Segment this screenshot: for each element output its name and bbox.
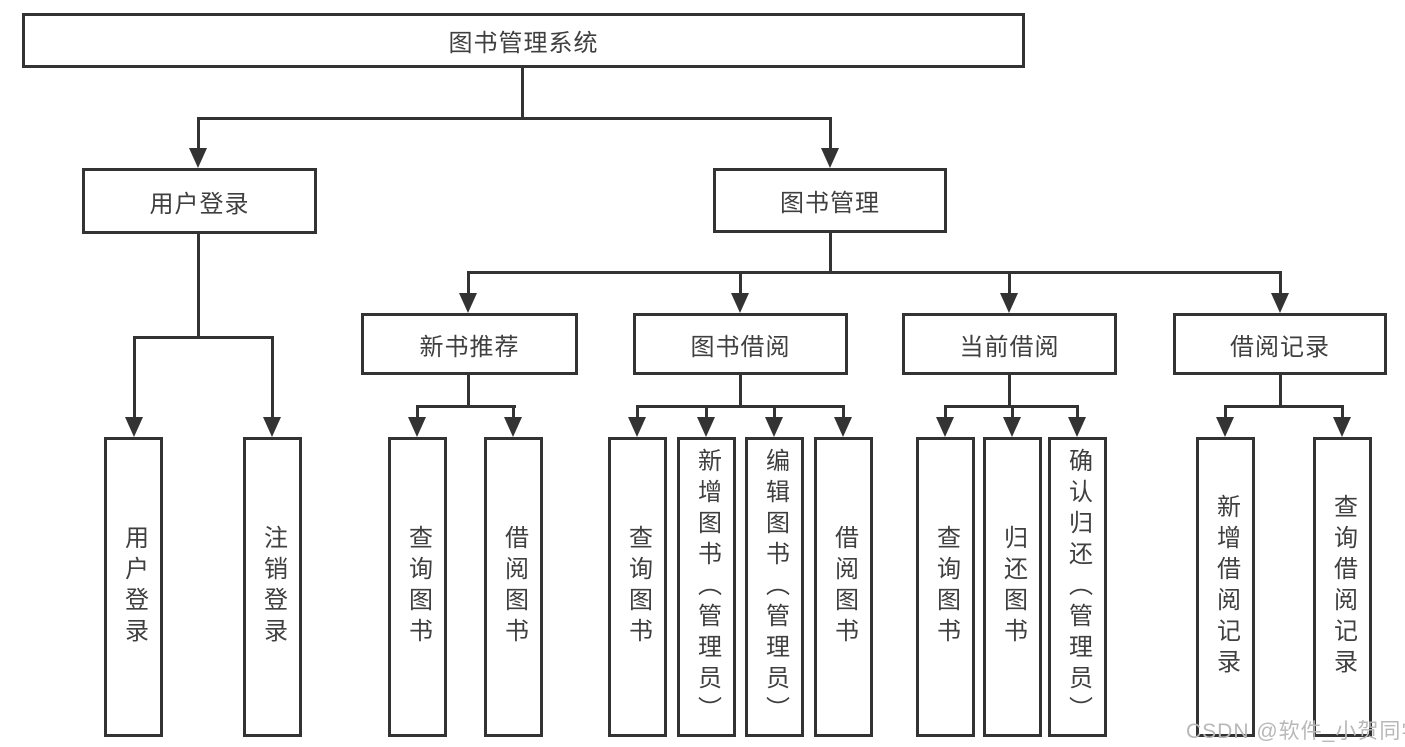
connector-book-mgmt-stem — [829, 231, 832, 274]
leaf-current-query-book: 查询图书 — [916, 437, 975, 737]
connector-drop-leaf — [636, 405, 639, 417]
arrow-down-icon — [628, 417, 646, 437]
connector-drop-borrow-record — [1279, 271, 1282, 293]
leaf-newbook-borrow-book: 借阅图书 — [484, 437, 543, 737]
connector-drop-leaf — [1224, 405, 1227, 417]
connector-drop-user-login — [197, 117, 200, 148]
connector-rail-level3 — [467, 271, 1281, 274]
node-root: 图书管理系统 — [22, 13, 1025, 68]
leaf-user-login: 用户登录 — [104, 437, 163, 737]
node-book-mgmt-label: 图书管理 — [780, 190, 880, 217]
connector-drop-leaf — [416, 405, 419, 417]
arrow-down-icon — [459, 293, 477, 313]
arrow-down-icon — [765, 417, 783, 437]
connector-drop-current-borrow — [1008, 271, 1011, 293]
leaf-label: 查询图书 — [624, 525, 652, 649]
arrow-down-icon — [834, 417, 852, 437]
arrow-down-icon — [731, 293, 749, 313]
connector-root-stem — [521, 66, 524, 119]
connector-drop-leaf — [773, 405, 776, 417]
node-user-login-label: 用户登录 — [149, 190, 250, 218]
leaf-borrow-borrow-book: 借阅图书 — [814, 437, 873, 737]
connector-drop-new-book — [467, 271, 470, 293]
leaf-label: 查询图书 — [932, 525, 960, 649]
connector-user-login-stem — [197, 232, 200, 339]
node-borrow-record-label: 借阅记录 — [1230, 333, 1330, 361]
node-borrow-record: 借阅记录 — [1173, 313, 1387, 375]
node-book-borrow: 图书借阅 — [633, 313, 848, 375]
arrow-down-icon — [1068, 417, 1086, 437]
node-book-mgmt: 图书管理 — [713, 168, 947, 233]
arrow-down-icon — [1003, 417, 1021, 437]
arrow-down-icon — [408, 417, 426, 437]
leaf-label: 新增图书（管理员） — [693, 447, 721, 727]
connector-rail-level2 — [197, 117, 832, 120]
leaf-label: 注销登录 — [259, 525, 287, 649]
connector-drop-book-borrow — [739, 271, 742, 293]
connector-drop-leaf — [944, 405, 947, 417]
connector-drop-leaf — [133, 336, 136, 417]
node-user-login: 用户登录 — [82, 168, 317, 234]
leaf-borrow-query-book: 查询图书 — [608, 437, 667, 737]
connector-drop-leaf — [705, 405, 708, 417]
node-current-borrow-label: 当前借阅 — [959, 333, 1060, 361]
connector-drop-book-mgmt — [829, 117, 832, 148]
leaf-borrow-add-book-admin: 新增图书（管理员） — [677, 437, 736, 737]
connector-new-book-stem — [467, 373, 470, 408]
leaf-borrow-edit-book-admin: 编辑图书（管理员） — [745, 437, 804, 737]
connector-drop-leaf — [512, 405, 515, 417]
connector-drop-leaf — [1341, 405, 1344, 417]
arrow-down-icon — [697, 417, 715, 437]
arrow-down-icon — [1271, 293, 1289, 313]
arrow-down-icon — [504, 417, 522, 437]
connector-drop-leaf — [1076, 405, 1079, 417]
connector-rail-book-borrow — [636, 405, 845, 408]
leaf-label: 查询借阅记录 — [1329, 494, 1357, 680]
leaf-label: 归还图书 — [999, 525, 1027, 649]
leaf-current-confirm-return-admin: 确认归还（管理员） — [1048, 437, 1107, 737]
leaf-label: 新增借阅记录 — [1212, 494, 1240, 680]
leaf-logout: 注销登录 — [243, 437, 302, 737]
arrow-down-icon — [189, 148, 207, 168]
leaf-label: 查询图书 — [404, 525, 432, 649]
arrow-down-icon — [1216, 417, 1234, 437]
connector-drop-leaf — [1011, 405, 1014, 417]
arrow-down-icon — [125, 417, 143, 437]
node-book-borrow-label: 图书借阅 — [690, 333, 791, 361]
connector-book-borrow-stem — [739, 373, 742, 408]
connector-drop-leaf — [271, 336, 274, 417]
connector-rail-borrow-record — [1224, 405, 1344, 408]
leaf-label: 确认归还（管理员） — [1064, 447, 1092, 727]
node-current-borrow: 当前借阅 — [902, 313, 1117, 375]
arrow-down-icon — [263, 417, 281, 437]
leaf-record-query-record: 查询借阅记录 — [1313, 437, 1372, 737]
leaf-label: 借阅图书 — [830, 525, 858, 649]
connector-current-borrow-stem — [1008, 373, 1011, 408]
watermark: CSDN @软件_小贺同学 — [1186, 720, 1405, 743]
leaf-label: 用户登录 — [120, 525, 148, 649]
leaf-newbook-query-book: 查询图书 — [388, 437, 447, 737]
connector-borrow-record-stem — [1279, 373, 1282, 408]
arrow-down-icon — [1333, 417, 1351, 437]
leaf-record-add-record: 新增借阅记录 — [1196, 437, 1255, 737]
node-root-label: 图书管理系统 — [448, 30, 599, 57]
connector-drop-leaf — [842, 405, 845, 417]
node-new-book-label: 新书推荐 — [419, 333, 520, 361]
connector-rail-user-login — [133, 336, 274, 339]
arrow-down-icon — [1000, 293, 1018, 313]
leaf-label: 借阅图书 — [500, 525, 528, 649]
node-new-book-recommend: 新书推荐 — [361, 313, 578, 375]
leaf-label: 编辑图书（管理员） — [761, 447, 789, 727]
connector-rail-new-book — [416, 405, 516, 408]
leaf-current-return-book: 归还图书 — [983, 437, 1042, 737]
arrow-down-icon — [821, 148, 839, 168]
arrow-down-icon — [936, 417, 954, 437]
